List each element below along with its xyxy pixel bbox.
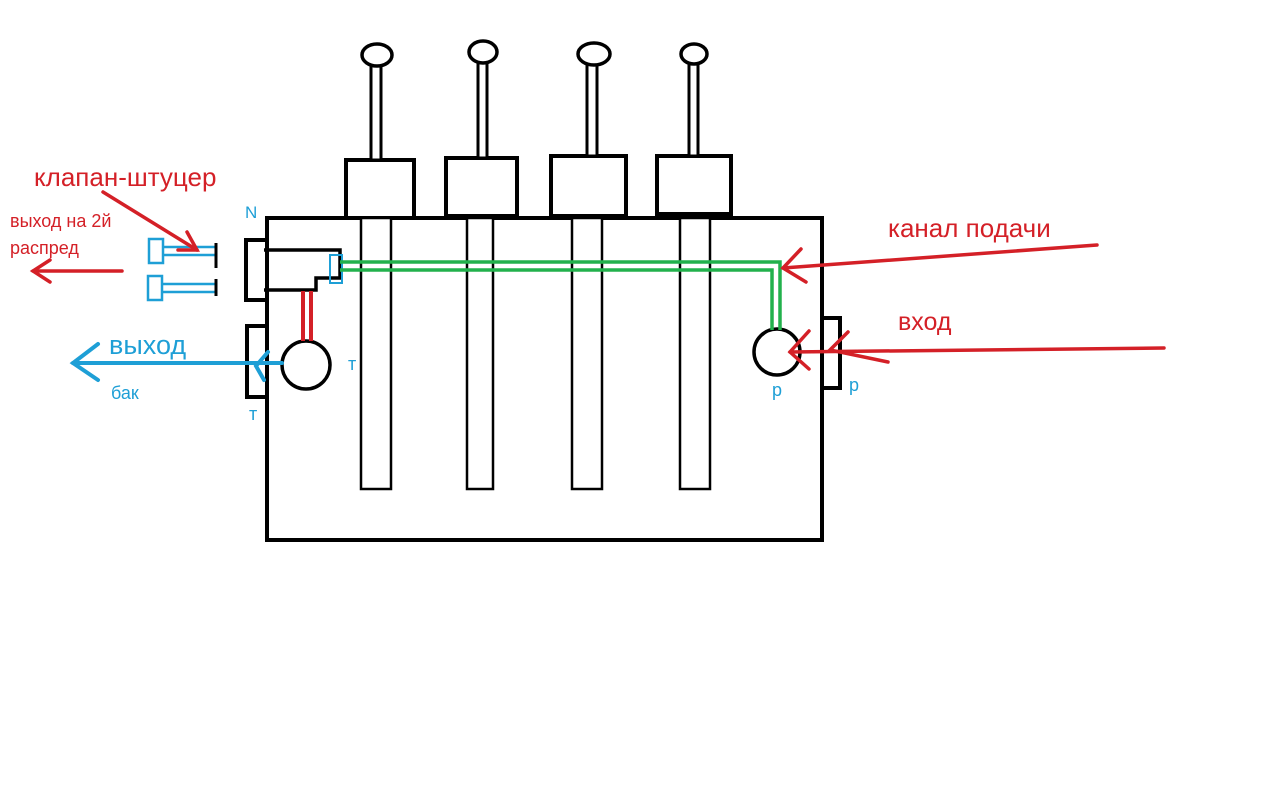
label-port-n: N (245, 203, 257, 222)
arrow-outlet (69, 342, 284, 382)
label-supply-channel: канал подачи (888, 213, 1051, 243)
distributor-body (265, 216, 824, 542)
label-tank: бак (111, 383, 139, 403)
spool-2[interactable] (444, 39, 519, 491)
spool-4[interactable] (655, 42, 733, 491)
tank-port-circle (280, 339, 332, 391)
label-port-p-right: р (849, 375, 859, 395)
label-valve-fitting: клапан-штуцер (34, 162, 216, 192)
spool-3[interactable] (549, 41, 628, 491)
label-outlet: выход (109, 330, 186, 360)
green-supply-channel (340, 260, 782, 330)
port-n-boss (244, 238, 267, 302)
label-outlet-second-1: выход на 2й (10, 211, 111, 231)
label-port-p-inner: р (772, 380, 782, 400)
red-drain-channel (301, 291, 313, 341)
arrow-inlet (787, 329, 1166, 371)
label-inlet: вход (898, 308, 952, 336)
label-outlet-second-2: распред (10, 238, 79, 258)
label-port-t-left: т (249, 404, 257, 424)
arrow-valve-fitting (101, 190, 200, 252)
arrow-outlet-second (29, 258, 124, 284)
arrow-supply-channel (780, 243, 1099, 284)
label-port-t-inner: т (348, 354, 356, 374)
valve-fitting-icon (146, 237, 218, 302)
spool-1[interactable] (344, 42, 416, 491)
relief-valve-body (264, 248, 342, 292)
